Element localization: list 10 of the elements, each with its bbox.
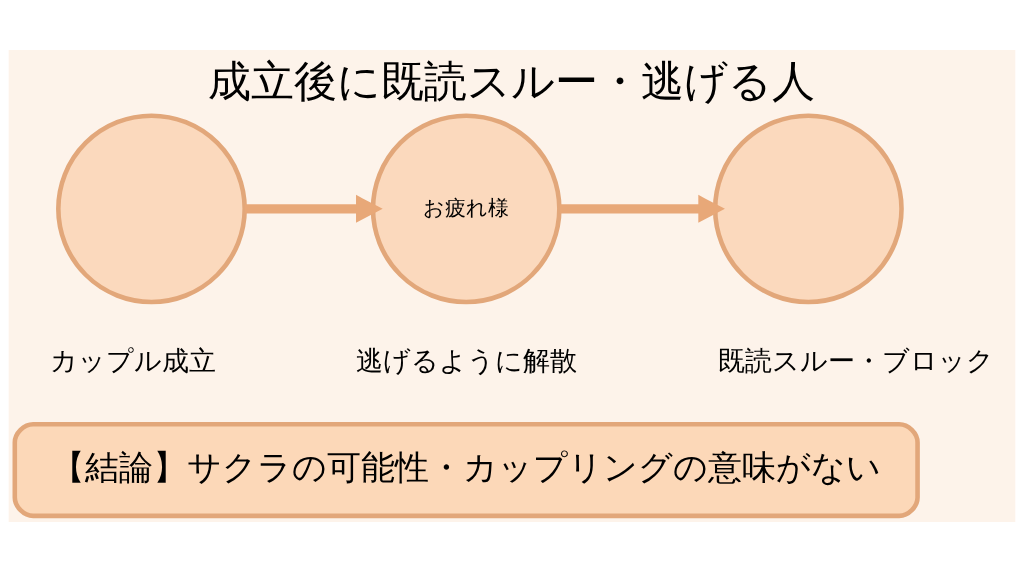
node-label: 逃げるように解散 — [355, 343, 577, 376]
node-box: 【結論】サクラの可能性・カップリングの意味がない — [12, 421, 920, 519]
diagram-title: 成立後に既読スルー・逃げる人 — [208, 56, 816, 107]
node-label: 既読スルー・ブロック — [717, 343, 994, 376]
node-label: カップル成立 — [50, 343, 217, 376]
arrow — [244, 194, 383, 223]
node-circle — [56, 113, 247, 305]
node-circle — [712, 113, 904, 305]
node-circle: お疲れ様 — [370, 113, 562, 305]
arrow — [559, 194, 725, 223]
